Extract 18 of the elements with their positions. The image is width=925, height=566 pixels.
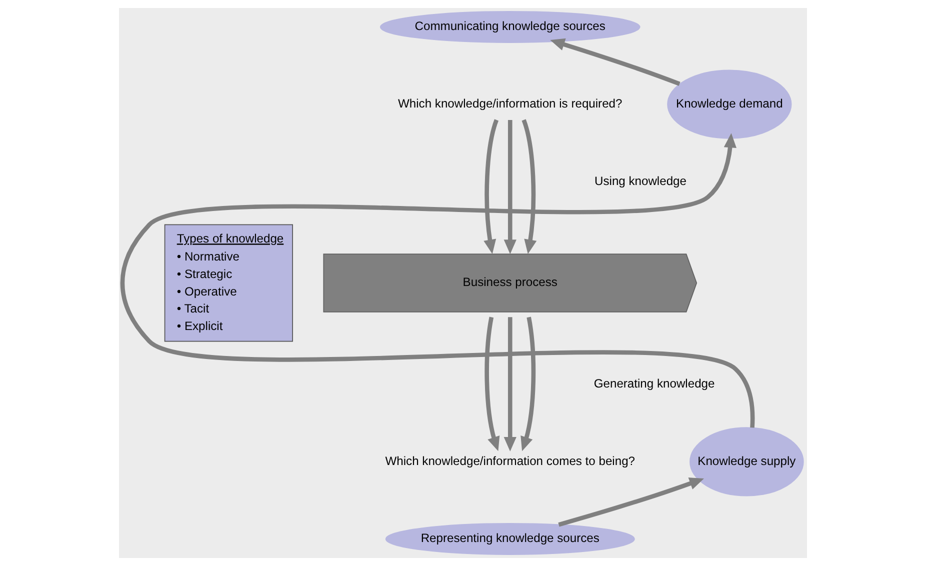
node-ellipse: Communicating knowledge sources [379, 11, 640, 43]
arrow [550, 38, 680, 86]
node-box: Types of knowledge • Normative • Strategic • Operative • Tacit • Explicit [164, 224, 292, 342]
arrow [484, 316, 500, 452]
arrow [521, 119, 536, 254]
arrow [520, 316, 536, 452]
arrow [503, 317, 516, 452]
node-text: Which knowledge/information comes to being? [384, 454, 635, 468]
node-ellipse: Representing knowledge sources [384, 523, 634, 555]
label: Using knowledge [594, 174, 686, 188]
arrow [483, 119, 498, 254]
arrow [503, 120, 516, 254]
arrow [120, 133, 754, 428]
node-ellipse: Knowledge demand [666, 70, 792, 139]
label: Generating knowledge [593, 376, 714, 391]
node-ellipse: Knowledge supply [689, 427, 804, 496]
arrow [558, 478, 704, 527]
node-text: Which knowledge/information is required? [398, 96, 622, 110]
